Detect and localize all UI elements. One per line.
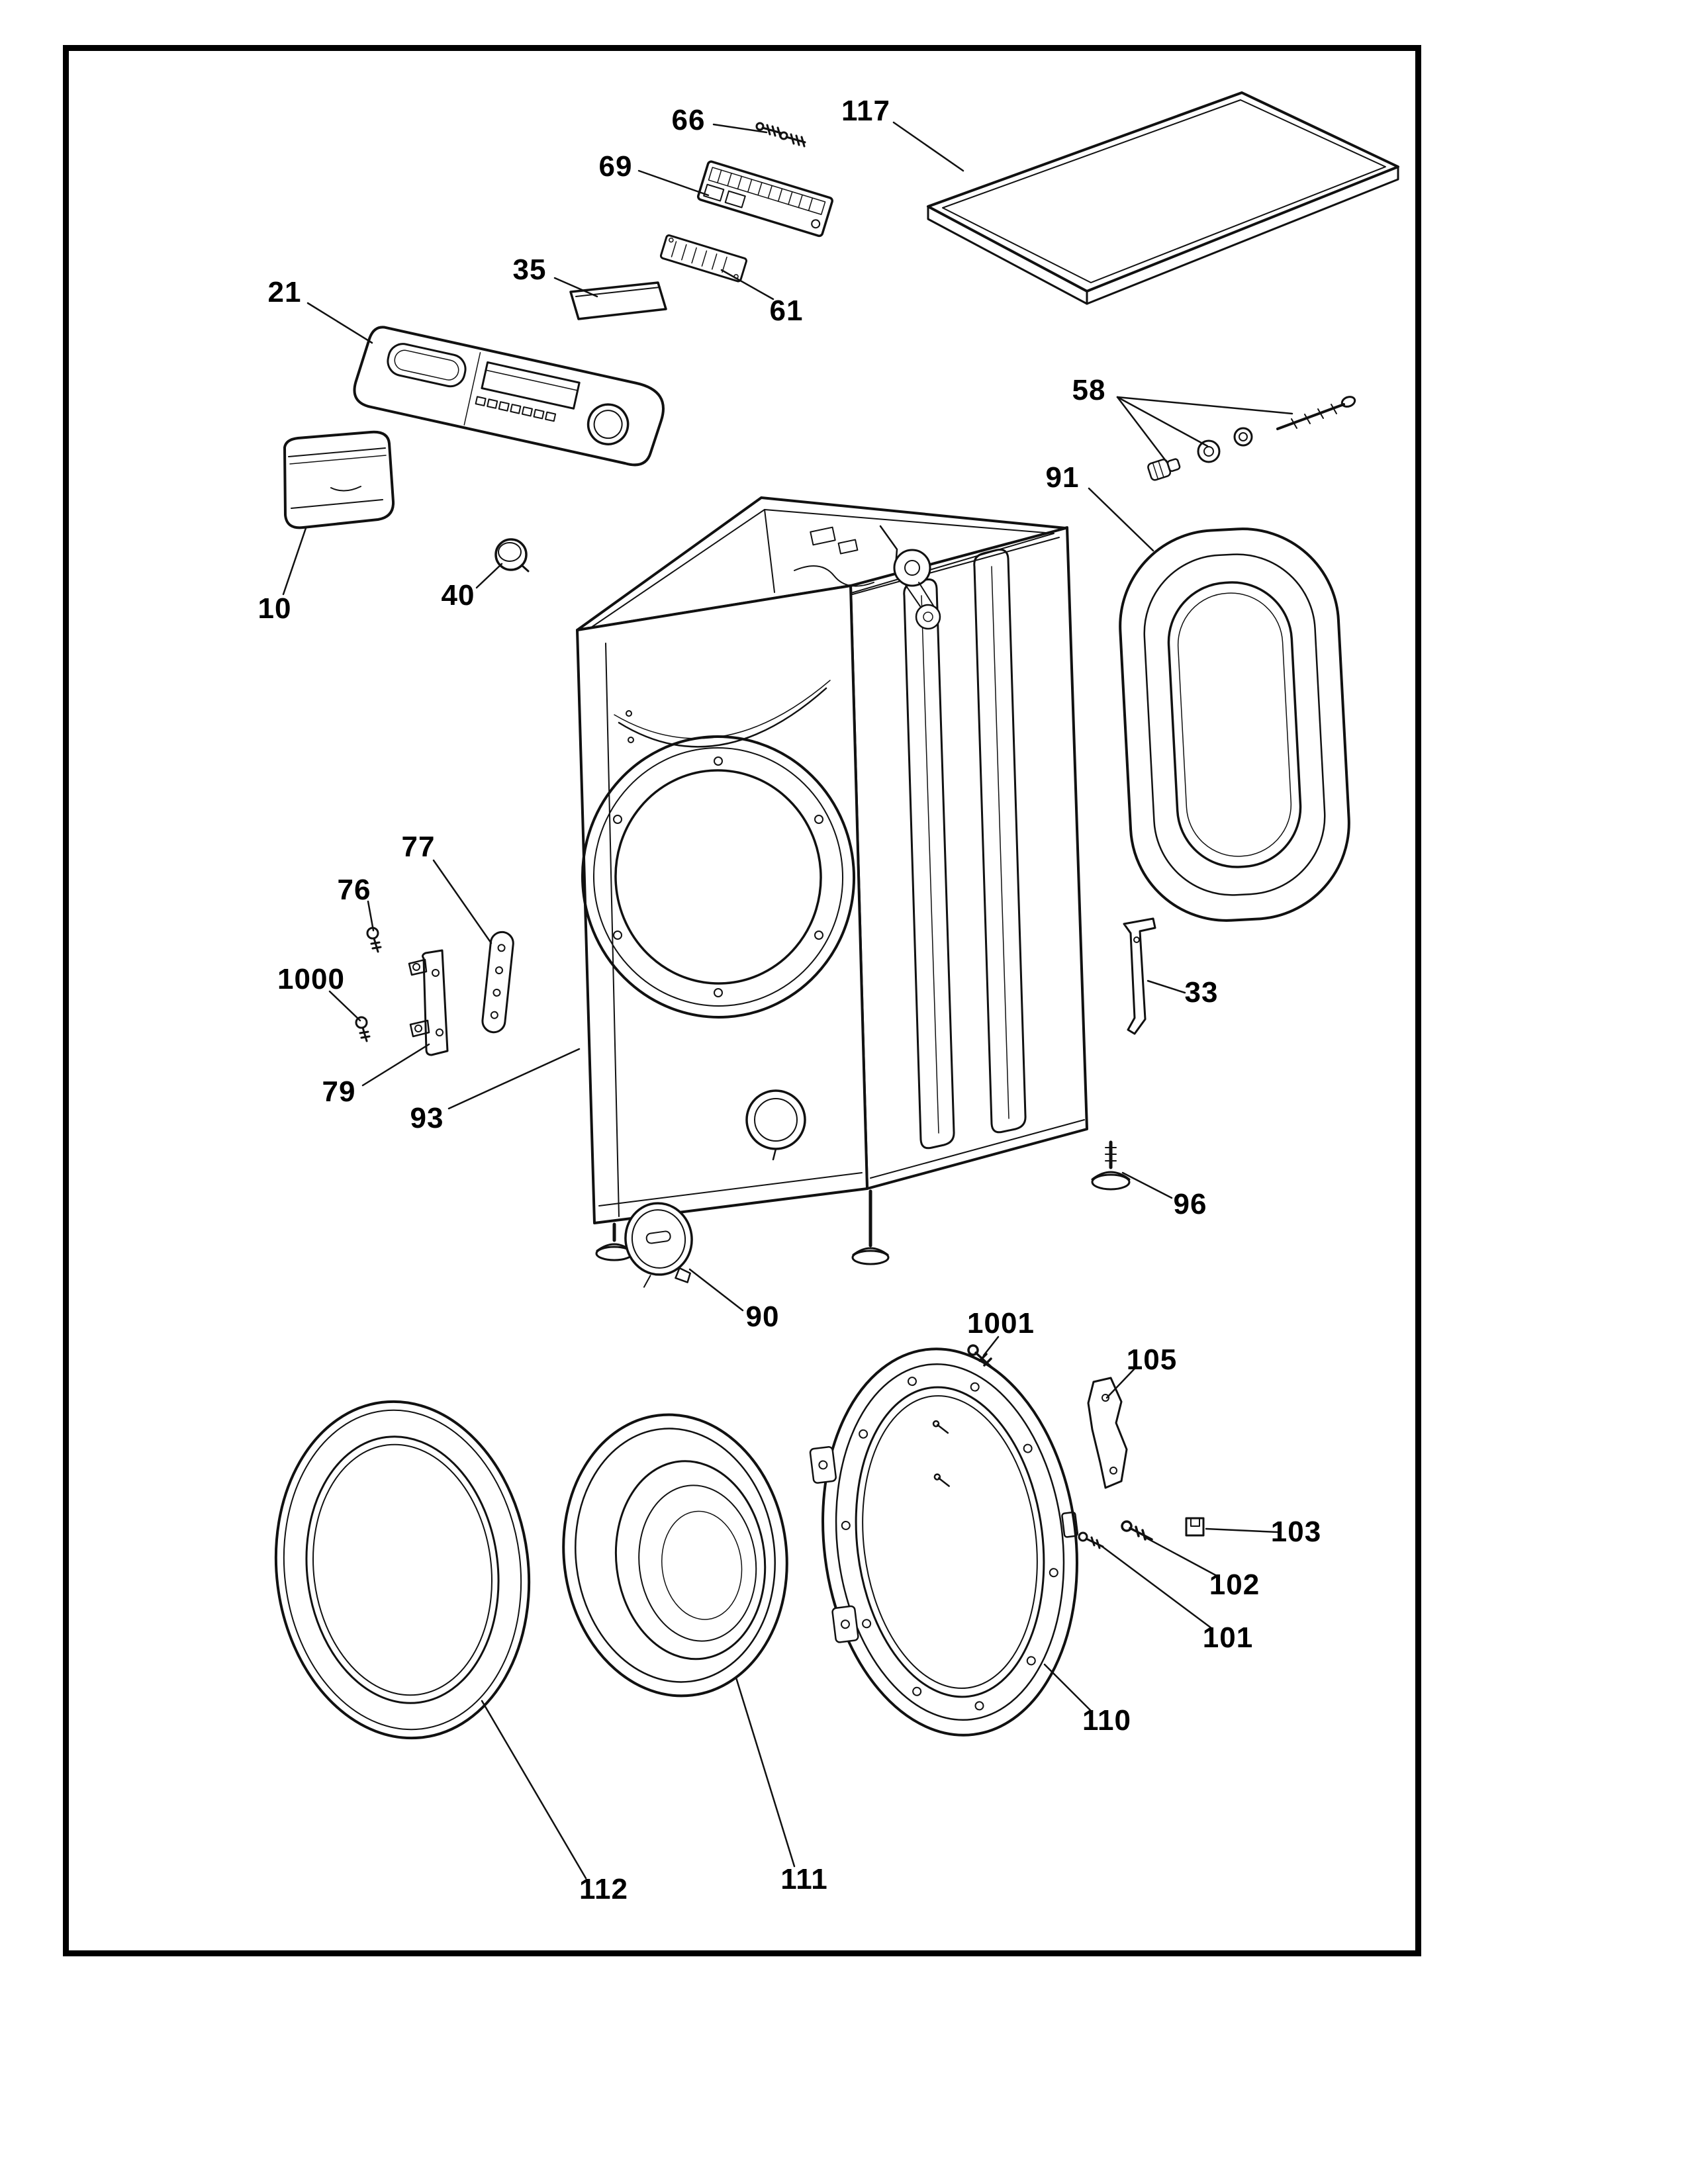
leader-103 <box>1205 1527 1279 1533</box>
callout-111: 111 <box>780 1863 828 1895</box>
bracket-drawing <box>1123 917 1156 1035</box>
control-panel-drawing <box>353 326 665 467</box>
leader-1000 <box>328 990 361 1022</box>
callout-40: 40 <box>441 579 475 612</box>
outer-door-rim-drawing <box>274 1400 531 1740</box>
callout-1000: 1000 <box>277 963 345 995</box>
leader-1001 <box>982 1336 1000 1357</box>
hardware-kit-drawing <box>1147 396 1356 481</box>
leader-lines <box>282 121 1293 1880</box>
leader-102 <box>1145 1537 1219 1578</box>
leader-101 <box>1100 1545 1213 1629</box>
leader-117 <box>892 121 964 172</box>
callout-79: 79 <box>322 1075 356 1108</box>
leader-10 <box>282 527 307 596</box>
leader-58c <box>1116 396 1293 415</box>
dispenser-drawer-drawing <box>283 430 395 529</box>
pump-access-cap-drawing <box>624 1202 693 1288</box>
callout-91: 91 <box>1045 461 1080 494</box>
callout-69: 69 <box>598 150 633 183</box>
inner-door-glass-drawing <box>562 1413 788 1698</box>
leader-58a <box>1116 396 1169 465</box>
leader-91 <box>1088 487 1154 552</box>
door-gasket-drawing <box>1119 527 1350 922</box>
callout-61: 61 <box>769 295 804 327</box>
leader-93 <box>447 1048 581 1110</box>
leader-66 <box>712 123 768 134</box>
leader-35 <box>553 277 598 298</box>
top-panel-drawing <box>927 91 1399 305</box>
leader-76 <box>367 900 375 932</box>
leader-105 <box>1105 1367 1136 1399</box>
callout-110: 110 <box>1082 1704 1131 1737</box>
door-hinge-drawing <box>408 949 449 1056</box>
leader-40 <box>475 563 503 589</box>
screw-1001-drawing <box>967 1344 993 1369</box>
control-board-drawing <box>696 160 833 238</box>
leader-79 <box>361 1043 430 1087</box>
screw-102-drawing <box>1121 1520 1153 1541</box>
leader-58b <box>1116 396 1209 447</box>
door-hinge-105-drawing <box>1087 1377 1128 1489</box>
callout-103: 103 <box>1270 1516 1322 1548</box>
callout-76: 76 <box>337 874 371 906</box>
callout-112: 112 <box>579 1873 628 1905</box>
leader-111 <box>735 1676 796 1868</box>
screw-101-drawing <box>1078 1531 1104 1549</box>
callout-58: 58 <box>1072 374 1106 406</box>
screw-66-drawing <box>755 122 806 148</box>
display-board-drawing <box>659 234 747 283</box>
callout-101: 101 <box>1202 1621 1254 1654</box>
leader-112 <box>481 1700 587 1880</box>
leader-69 <box>637 169 710 197</box>
leader-21 <box>306 302 373 344</box>
leader-77 <box>432 859 492 944</box>
panel-insert-drawing <box>569 281 667 320</box>
diagram-border <box>63 45 1421 1956</box>
leader-33 <box>1147 979 1186 994</box>
callout-35: 35 <box>512 253 547 286</box>
callout-93: 93 <box>410 1102 444 1134</box>
callout-102: 102 <box>1209 1569 1260 1601</box>
callout-90: 90 <box>745 1300 780 1333</box>
hinge-trim-drawing <box>481 931 514 1034</box>
leader-90 <box>688 1268 744 1312</box>
leader-110 <box>1043 1663 1092 1712</box>
callout-105: 105 <box>1126 1343 1178 1376</box>
leader-96 <box>1121 1171 1173 1199</box>
callout-96: 96 <box>1173 1188 1207 1220</box>
callout-1001: 1001 <box>967 1307 1035 1340</box>
door-frame-drawing <box>809 1347 1079 1737</box>
callout-21: 21 <box>267 276 302 308</box>
callout-10: 10 <box>258 592 292 625</box>
hinge-screw-76-drawing <box>366 927 382 953</box>
clip-103-drawing <box>1185 1517 1205 1537</box>
leveling-foot-drawing <box>1091 1140 1131 1191</box>
knob-drawing <box>494 538 530 572</box>
callout-77: 77 <box>401 831 436 863</box>
callout-33: 33 <box>1184 976 1219 1009</box>
cabinet-drawing <box>576 496 1088 1265</box>
hinge-screw-1000-drawing <box>355 1016 371 1042</box>
leader-61 <box>720 269 774 300</box>
callout-117: 117 <box>841 95 890 127</box>
callout-66: 66 <box>671 104 706 136</box>
